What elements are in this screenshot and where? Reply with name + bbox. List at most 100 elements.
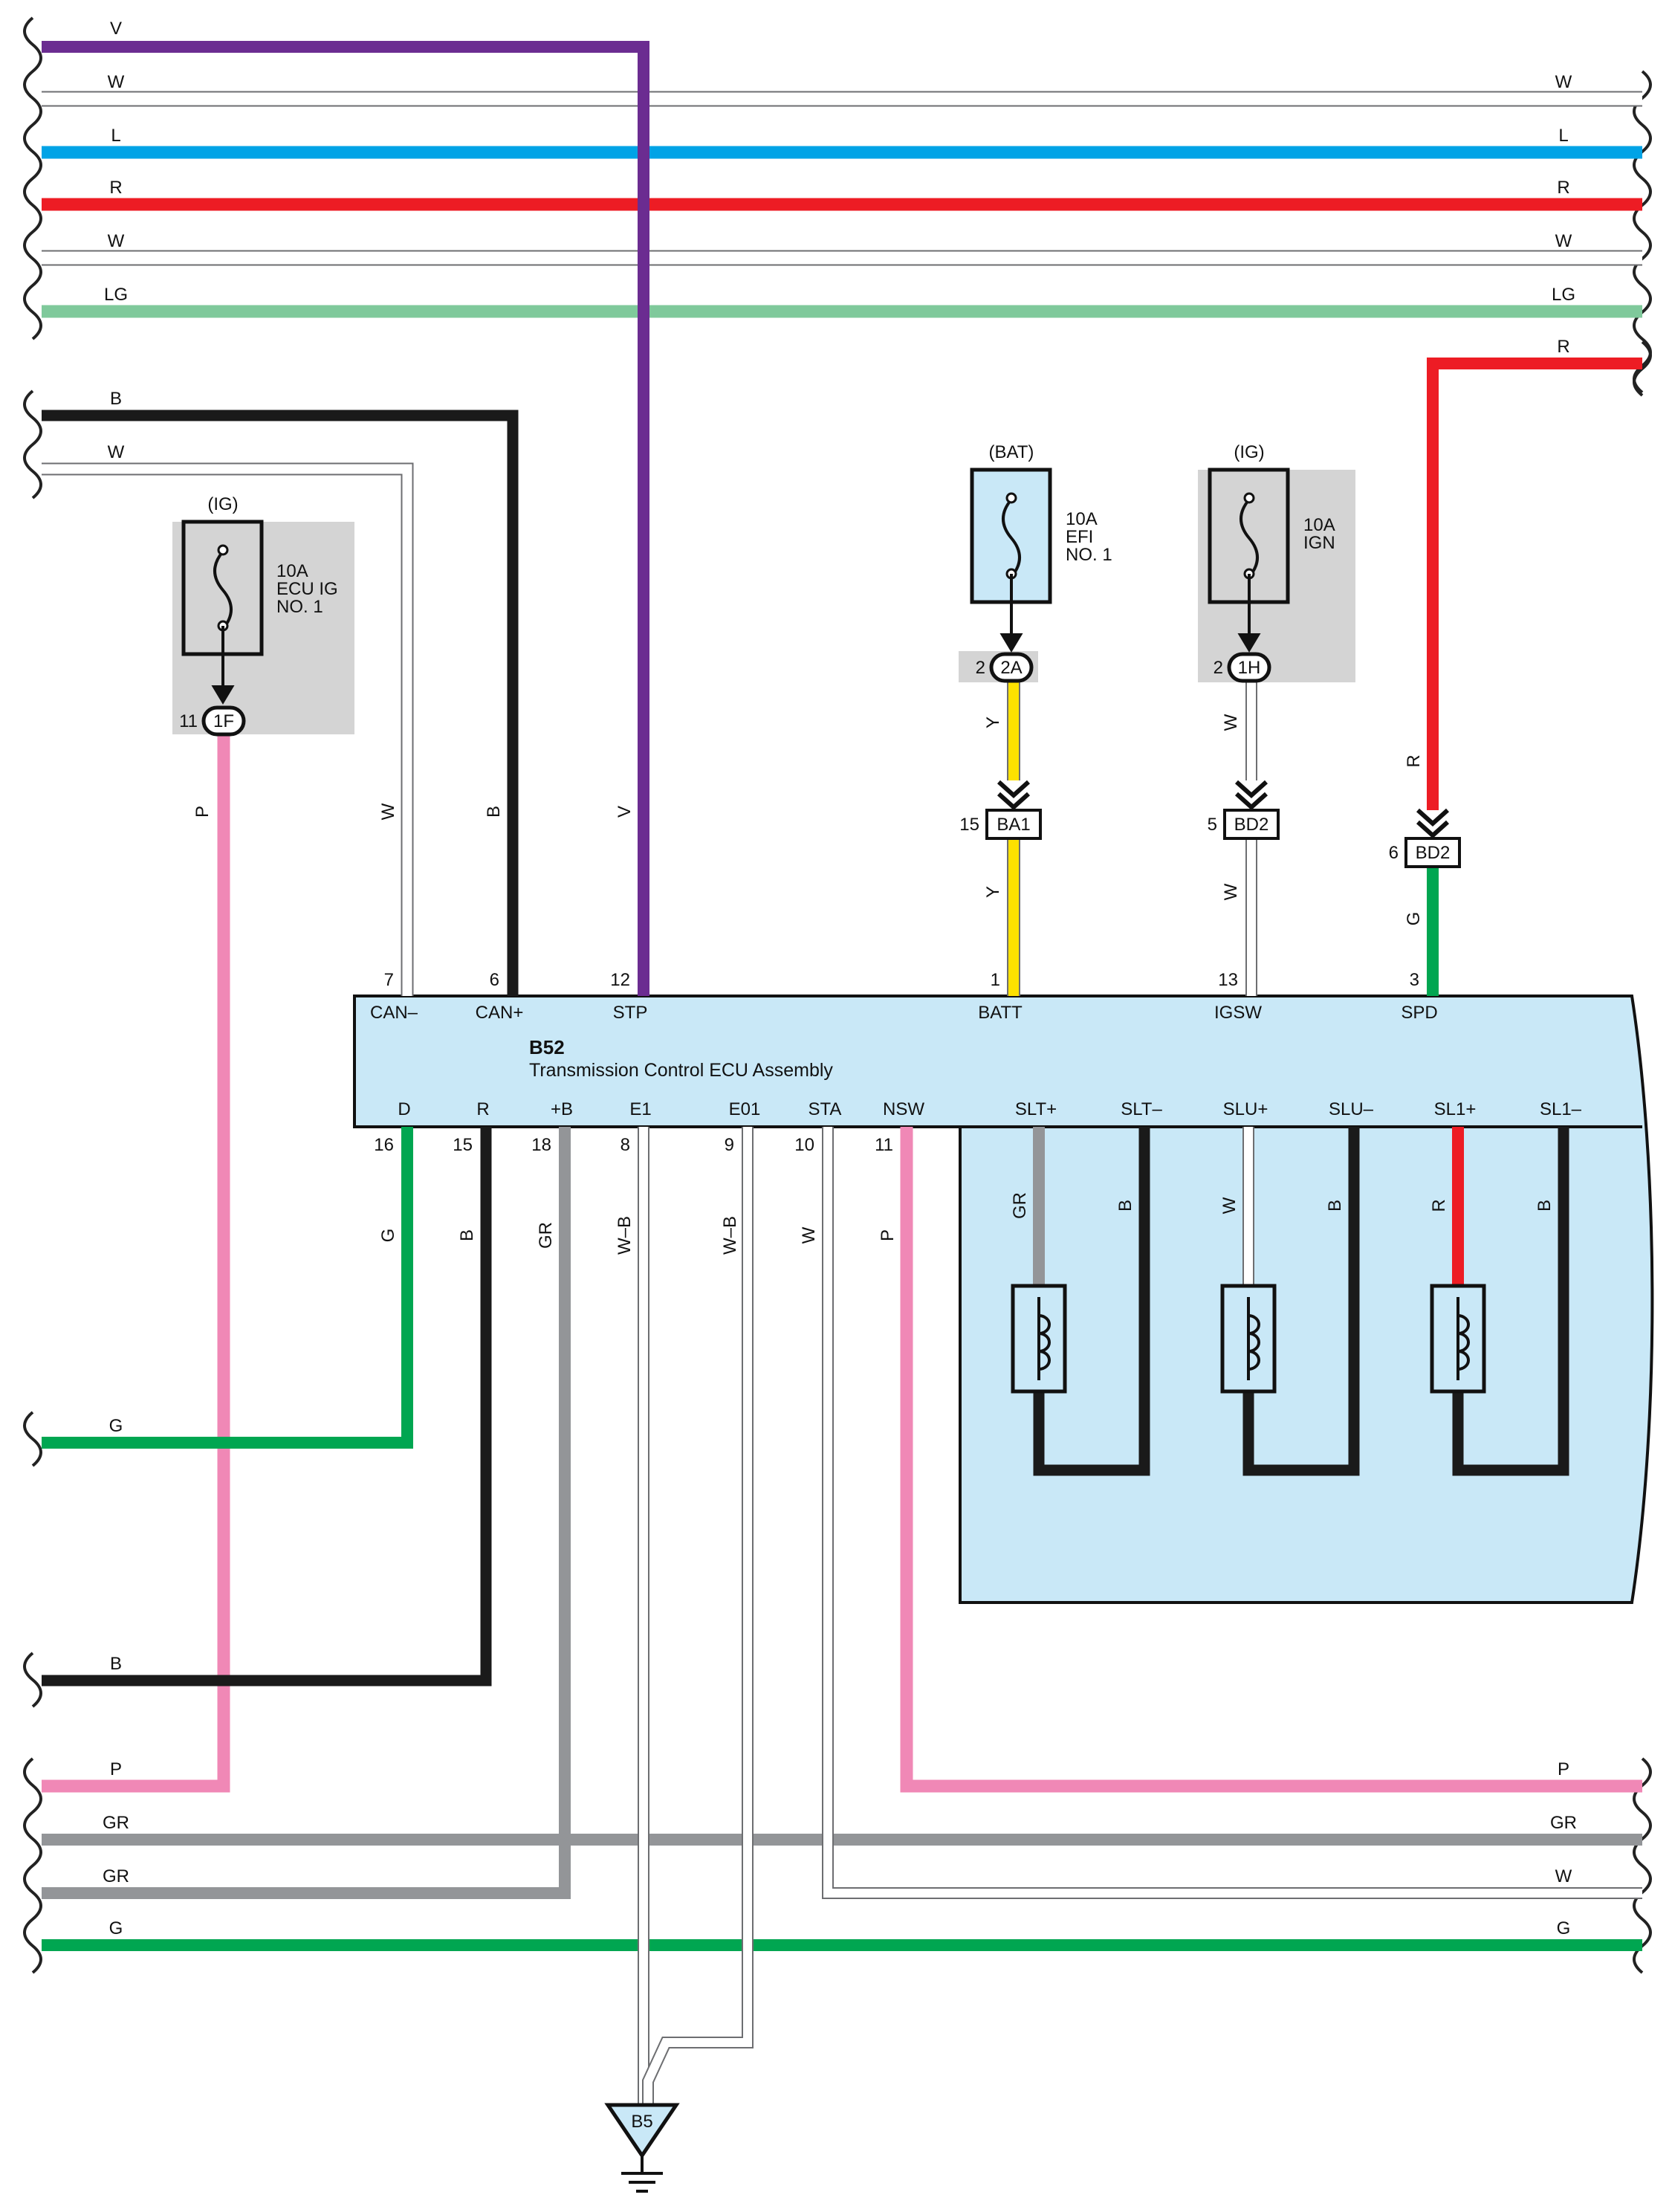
wire-label-v-stp: V [615, 806, 635, 818]
junction-ba1-label: BA1 [997, 815, 1030, 835]
junction-ba1-pin: 15 [959, 815, 979, 835]
wire-slu-return [1242, 1127, 1360, 1476]
wire-label-gr-slt: GR [1010, 1192, 1030, 1219]
ecu-body [353, 995, 1654, 1604]
fuse-ecu-ig-source: (IG) [207, 494, 238, 514]
wire-label-p-bottom: P [110, 1759, 122, 1779]
fuse-ign-source: (IG) [1234, 442, 1264, 462]
wire-p-ecu-ig [42, 734, 230, 1793]
wire-label-b-r: B [457, 1229, 477, 1241]
ecu-name: Transmission Control ECU Assembly [529, 1060, 833, 1081]
ecu-bottom-terminal-5: STA [809, 1099, 842, 1119]
ecu-bottom-terminal-10: SLU– [1329, 1099, 1374, 1119]
ground-b5: B5 [604, 2103, 680, 2193]
ecu-bottom-terminal-4: E01 [729, 1099, 761, 1119]
wire-label-w1-left: W [108, 72, 125, 92]
wire-label-w-can: W [378, 803, 398, 820]
wire-label-b-top: B [110, 389, 122, 409]
wire-label-b-sl1: B [1535, 1200, 1555, 1212]
ecu-bottom-pin-0: 16 [374, 1135, 394, 1155]
fuse-ign [1208, 468, 1290, 604]
wire-label-wb-e01: W–B [720, 1216, 740, 1255]
ground-label: B5 [631, 2112, 652, 2132]
ecu-bottom-terminal-6: NSW [883, 1099, 924, 1119]
wire-label-p-nsw: P [878, 1229, 898, 1241]
ecu-bottom-pin-4: 9 [725, 1135, 734, 1155]
ecu-top-terminal-0: CAN– [370, 1003, 418, 1023]
wire-label-b-slu: B [1325, 1200, 1345, 1212]
ecu-top-terminal-4: IGSW [1214, 1003, 1262, 1023]
wire-label-g-mid: G [109, 1416, 123, 1436]
connector-1h: 1H [1227, 652, 1271, 683]
wire-label-lg-right: LG [1552, 285, 1575, 305]
fuse-ecu-ig-name2: NO. 1 [276, 597, 323, 617]
wire-label-g-bottom: G [109, 1918, 123, 1938]
wire-label-w1-right: W [1555, 72, 1572, 92]
connector-2a: 2A [989, 652, 1034, 683]
ecu-top-terminal-2: STP [613, 1003, 648, 1023]
wire-p-nsw [900, 1127, 1642, 1793]
fuse-efi-name2: NO. 1 [1066, 545, 1112, 565]
ecu-bottom-terminal-11: SL1+ [1434, 1099, 1477, 1119]
wire-label-w2-right: W [1555, 231, 1572, 251]
wire-wb-e01 [644, 1127, 752, 2105]
wire-label-r-spd-right: R [1557, 337, 1569, 357]
wire-label-r-right: R [1557, 178, 1569, 198]
wire-label-w-slu: W [1219, 1197, 1240, 1214]
junction-bd2-spd: BD2 [1404, 837, 1461, 868]
wire-v-stp [42, 41, 649, 996]
wire-label-w-top: W [108, 442, 125, 462]
left-wire-labels: V W L R W LG B W G B P GR GR G [103, 19, 129, 1938]
ecu-bottom-terminal-3: E1 [629, 1099, 651, 1119]
ecu-top-pin-1: 6 [490, 970, 499, 990]
fuse-efi-pin: 2 [976, 658, 985, 678]
wire-label-g-spd: G [1404, 912, 1424, 926]
wire-gr-b [42, 1127, 571, 1899]
right-wire-labels: W L R W LG R P GR W G [1550, 72, 1577, 1938]
ecu-top-terminal-3: BATT [978, 1003, 1023, 1023]
ecu-bottom-terminals: D16R15+B18E18E019STA10NSW11SLT+SLT–SLU+S… [374, 1099, 1581, 1155]
wire-label-p-right: P [1558, 1759, 1569, 1779]
junction-chevrons [997, 780, 1450, 839]
wire-label-lg-left: LG [104, 285, 128, 305]
ecu-top-terminal-1: CAN+ [476, 1003, 524, 1023]
wire-w-can [42, 464, 412, 996]
wire-label-r-left: R [109, 178, 122, 198]
wire-label-b-can: B [484, 806, 504, 818]
wire-label-g-right: G [1557, 1918, 1571, 1938]
solenoid-slu [1220, 1284, 1277, 1394]
ecu-top-pin-0: 7 [384, 970, 394, 990]
fuse-ecu-ig-amps: 10A [276, 561, 308, 581]
junction-ba1: BA1 [985, 809, 1042, 840]
ecu-texts: B52 Transmission Control ECU Assembly [529, 1036, 833, 1081]
junction-bd2-igsw-pin: 5 [1208, 815, 1217, 835]
ecu-bottom-terminal-12: SL1– [1540, 1099, 1582, 1119]
junction-bd2-spd-pin: 6 [1389, 843, 1399, 863]
wire-label-w2-left: W [108, 231, 125, 251]
wire-label-y-upper: Y [983, 717, 1003, 728]
ecu-bottom-pin-6: 11 [875, 1135, 893, 1155]
fuse-texts: (IG) 10A ECU IG NO. 1 11 (BAT) 10A EFI N… [179, 442, 1399, 863]
ecu-bottom-pin-3: 8 [620, 1135, 630, 1155]
solenoid-sl1 [1430, 1284, 1486, 1394]
connector-1f-label: 1F [213, 711, 234, 731]
ecu-bottom-pin-2: 18 [531, 1135, 551, 1155]
wire-wb-e01-outline [642, 1127, 754, 2105]
wire-r-spd [1427, 358, 1642, 810]
junction-bd2-spd-label: BD2 [1416, 843, 1451, 863]
wire-b-can [42, 410, 519, 996]
fuse-efi-name1: EFI [1066, 527, 1093, 547]
solenoid-slt [1011, 1284, 1067, 1394]
vertical-wire-labels: P W B V Y Y W W R G G B GR W–B W–B W P G… [192, 714, 1555, 1255]
fuse-efi-source: (BAT) [989, 442, 1034, 462]
wire-label-y-lower: Y [983, 886, 1003, 898]
fuse-efi-amps: 10A [1066, 509, 1098, 529]
wire-sl1-return [1452, 1127, 1569, 1476]
wire-label-gr-right: GR [1550, 1813, 1577, 1833]
connector-1h-label: 1H [1238, 658, 1261, 678]
ecu-bottom-terminal-8: SLT– [1121, 1099, 1162, 1119]
ecu-top-pin-5: 3 [1410, 970, 1419, 990]
connector-1f: 1F [201, 705, 246, 737]
ecu-top-pin-4: 13 [1218, 970, 1238, 990]
